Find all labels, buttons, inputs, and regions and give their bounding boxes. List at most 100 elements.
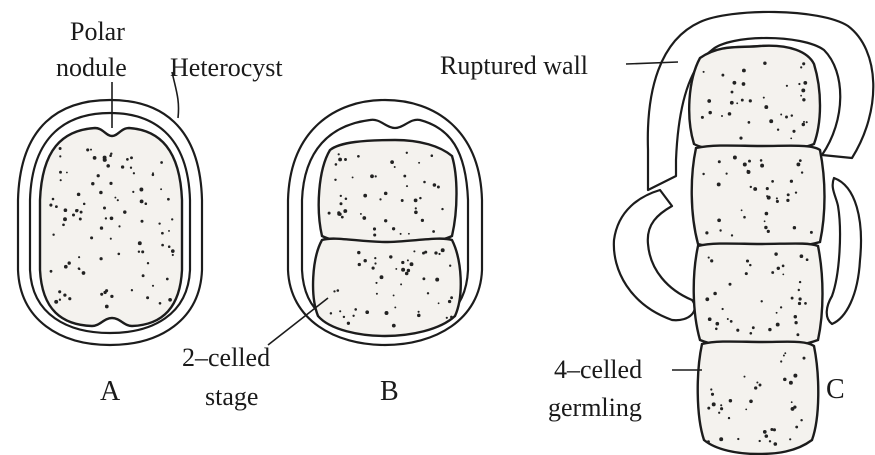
granule xyxy=(800,254,804,258)
granule xyxy=(729,283,732,286)
granule xyxy=(438,302,440,304)
granule xyxy=(337,211,340,214)
granule xyxy=(801,171,803,173)
granule xyxy=(370,174,374,178)
granule xyxy=(126,158,129,161)
granule xyxy=(800,95,802,97)
granule xyxy=(130,156,133,159)
upper-daughter-cell xyxy=(319,140,457,246)
granule xyxy=(806,121,808,123)
granule xyxy=(138,241,142,245)
granule xyxy=(806,258,809,261)
granule xyxy=(715,322,719,326)
granule xyxy=(365,310,369,314)
granule xyxy=(749,264,751,266)
panel-c-letter: C xyxy=(826,374,845,405)
granule xyxy=(405,272,409,276)
granule xyxy=(731,91,734,94)
granule xyxy=(341,216,344,219)
granule xyxy=(766,187,769,190)
granule xyxy=(389,255,392,258)
granule xyxy=(733,156,737,160)
granule xyxy=(407,259,409,261)
granule xyxy=(717,182,721,186)
granule xyxy=(783,378,787,382)
granule xyxy=(777,267,780,270)
granule xyxy=(362,216,366,220)
granule xyxy=(761,300,763,302)
granule xyxy=(795,426,798,429)
granule xyxy=(791,407,795,411)
granule xyxy=(413,250,415,252)
granule xyxy=(171,249,175,253)
granule xyxy=(59,299,61,301)
granule xyxy=(131,289,133,291)
granule xyxy=(773,442,777,446)
granule xyxy=(782,265,785,268)
granule xyxy=(166,278,169,281)
granule xyxy=(802,98,805,101)
granule xyxy=(407,269,410,272)
granule xyxy=(103,156,107,160)
granule xyxy=(789,381,793,385)
granule xyxy=(718,160,721,163)
granule xyxy=(138,251,140,253)
granule xyxy=(786,199,789,202)
granule xyxy=(742,82,746,86)
ruptured-wall-left-fragment xyxy=(614,190,695,320)
granule xyxy=(796,162,800,166)
granule xyxy=(147,262,149,264)
granule xyxy=(374,257,376,259)
granule xyxy=(774,252,777,255)
granule xyxy=(133,172,135,174)
granule xyxy=(418,311,420,313)
granule xyxy=(385,311,389,315)
granule xyxy=(161,232,164,235)
granule xyxy=(790,137,792,139)
granule xyxy=(712,402,716,406)
granule xyxy=(710,388,712,390)
granule xyxy=(421,219,424,222)
polar-nodule-label-line2: nodule xyxy=(56,53,127,82)
granule xyxy=(66,172,68,174)
granule xyxy=(160,161,163,164)
granule xyxy=(159,302,162,305)
granule xyxy=(713,292,717,296)
granule xyxy=(62,223,65,226)
granule xyxy=(715,328,718,331)
granule xyxy=(749,99,752,102)
granule xyxy=(731,234,733,236)
granule xyxy=(392,227,395,230)
granule xyxy=(352,176,354,178)
granule xyxy=(721,115,723,117)
granule xyxy=(765,212,769,216)
granule xyxy=(109,182,112,185)
granule xyxy=(798,83,800,85)
granule xyxy=(720,407,723,410)
granule xyxy=(390,160,394,164)
granule xyxy=(63,217,67,221)
granule xyxy=(77,209,79,211)
granule xyxy=(745,408,747,410)
granule xyxy=(58,290,61,293)
granule xyxy=(354,308,357,311)
granule xyxy=(732,81,736,85)
granule xyxy=(434,251,437,254)
granule xyxy=(810,231,813,234)
granule xyxy=(780,114,782,116)
granule xyxy=(338,153,340,155)
granule xyxy=(764,226,767,229)
granule xyxy=(791,297,794,300)
granule xyxy=(109,154,112,157)
granule xyxy=(798,289,800,291)
granule xyxy=(710,259,713,262)
granule xyxy=(333,290,335,292)
granule xyxy=(708,111,711,114)
granule xyxy=(423,181,426,184)
granule xyxy=(730,101,734,105)
granule xyxy=(78,256,80,258)
granule xyxy=(60,179,62,181)
germling-cell-4 xyxy=(698,342,819,455)
granule xyxy=(86,148,89,151)
granule xyxy=(765,434,769,438)
